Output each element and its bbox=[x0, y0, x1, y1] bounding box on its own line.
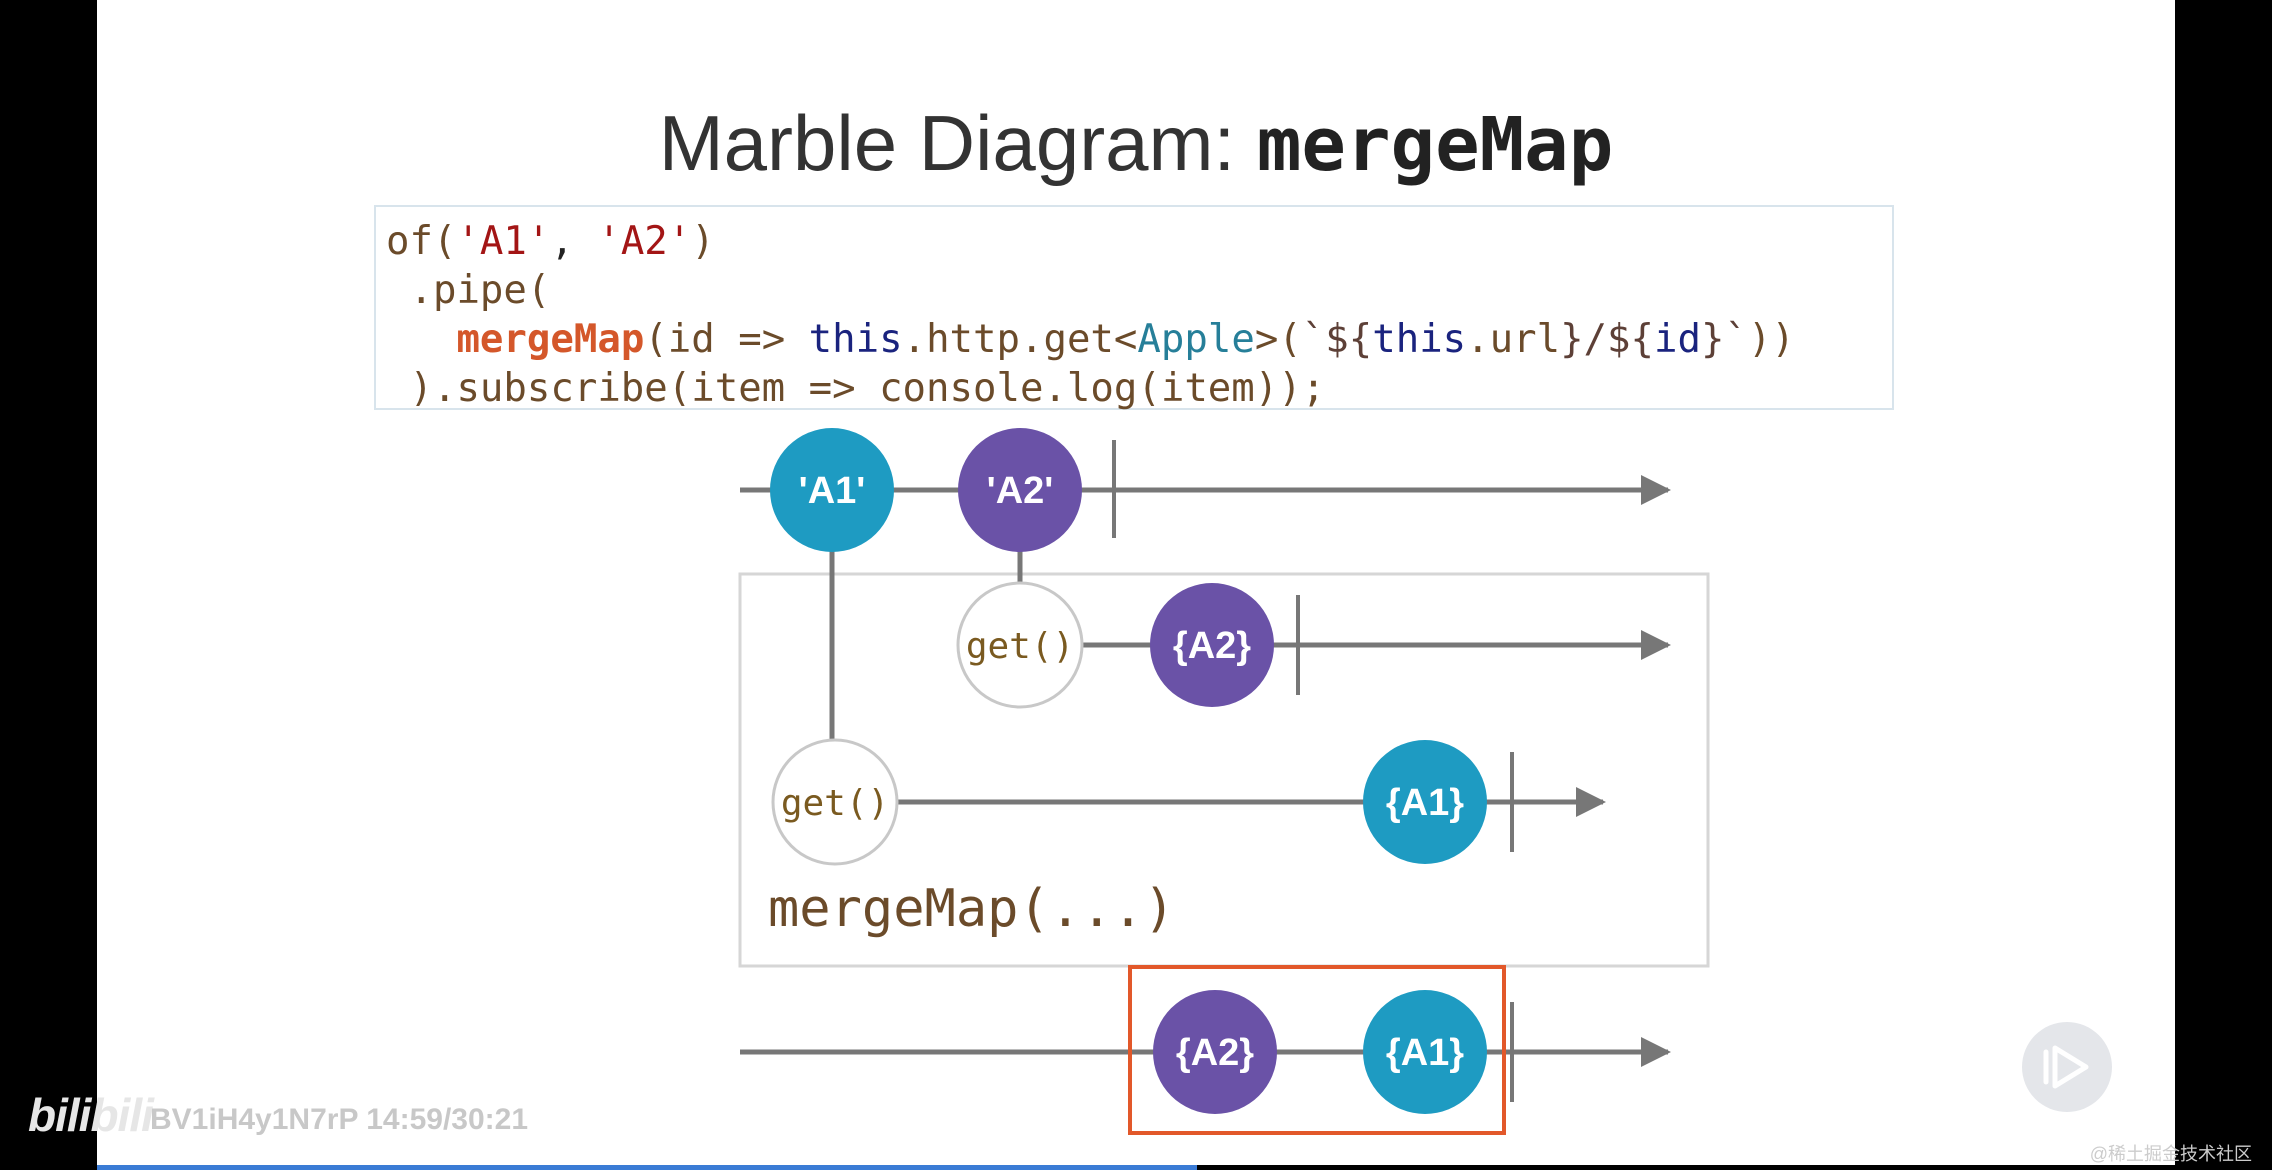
code-token: , bbox=[550, 219, 598, 264]
code-token: (id => bbox=[644, 317, 809, 362]
source-marble-a2-label: 'A2' bbox=[987, 470, 1054, 512]
inner-result-a1: {A1} bbox=[1363, 740, 1487, 864]
inner-get-a1: get() bbox=[771, 738, 899, 866]
code-token: >( bbox=[1254, 317, 1302, 362]
code-token: ).subscribe(item => console.log(item)); bbox=[386, 366, 1326, 411]
code-token: id bbox=[1654, 317, 1701, 362]
code-token: of( bbox=[386, 219, 457, 264]
source-marble-a1: 'A1' bbox=[770, 428, 894, 552]
inner-result-a1-label: {A1} bbox=[1386, 782, 1464, 824]
inner-result-a2: {A2} bbox=[1150, 583, 1274, 707]
inner-get-a1-label: get() bbox=[781, 783, 889, 824]
code-token: )) bbox=[1747, 317, 1795, 362]
code-token: this bbox=[1372, 317, 1467, 362]
code-token: `${ bbox=[1301, 317, 1373, 362]
code-token: }/${ bbox=[1560, 317, 1654, 362]
source-marble-a1-label: 'A1' bbox=[799, 470, 866, 512]
code-snippet: of('A1', 'A2') .pipe( mergeMap(id => thi… bbox=[374, 205, 1894, 413]
output-marble-a1: {A1} bbox=[1363, 990, 1487, 1114]
bilibili-logo: bilibili bbox=[28, 1089, 154, 1141]
output-marble-a1-label: {A1} bbox=[1386, 1032, 1464, 1074]
output-marble-a2: {A2} bbox=[1153, 990, 1277, 1114]
video-watermark: BV1iH4y1N7rP 14:59/30:21 bbox=[150, 1103, 529, 1136]
code-token: .url bbox=[1466, 317, 1561, 362]
code-token: }` bbox=[1700, 317, 1748, 362]
code-token: .pipe( bbox=[386, 268, 551, 313]
code-token: this bbox=[808, 317, 903, 362]
title-text: Marble Diagram: bbox=[658, 99, 1257, 187]
code-line: of('A1', 'A2') bbox=[386, 217, 1892, 266]
slide-title: Marble Diagram: mergeMap bbox=[0, 88, 2272, 198]
output-marble-a2-label: {A2} bbox=[1176, 1032, 1254, 1074]
output-highlight-box bbox=[1128, 965, 1506, 1135]
code-token: 'A1' bbox=[456, 219, 551, 264]
source-marble-a2: 'A2' bbox=[958, 428, 1082, 552]
play-icon bbox=[2043, 1045, 2089, 1089]
code-token: Apple bbox=[1137, 317, 1255, 362]
code-line: ).subscribe(item => console.log(item)); bbox=[386, 364, 1892, 413]
inner-get-a2: get() bbox=[956, 581, 1084, 709]
code-token: ) bbox=[691, 219, 715, 264]
corner-watermark: @稀土掘金技术社区 bbox=[2089, 1144, 2252, 1164]
code-token: mergeMap bbox=[456, 317, 645, 362]
code-token: 'A2' bbox=[597, 219, 692, 264]
code-token: .http.get< bbox=[902, 317, 1138, 362]
play-button[interactable] bbox=[2022, 1022, 2112, 1112]
code-line: mergeMap(id => this.http.get<Apple>(`${t… bbox=[386, 315, 1892, 364]
operator-label: mergeMap(...) bbox=[768, 879, 1175, 939]
video-progress-bar[interactable] bbox=[97, 1165, 1197, 1170]
code-line: .pipe( bbox=[386, 266, 1892, 315]
inner-result-a2-label: {A2} bbox=[1173, 625, 1251, 667]
inner-get-a2-label: get() bbox=[966, 626, 1074, 667]
title-code: mergeMap bbox=[1256, 102, 1614, 188]
